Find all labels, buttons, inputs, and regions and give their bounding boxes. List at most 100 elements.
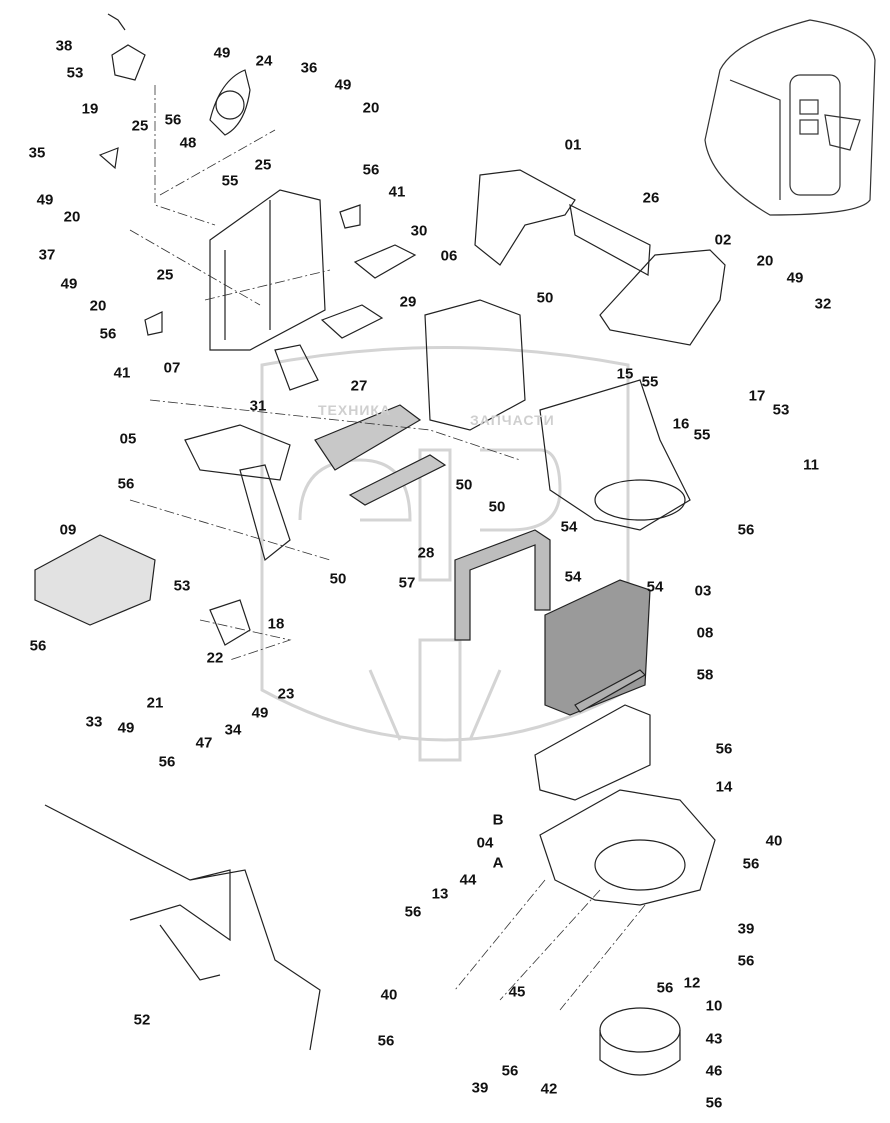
callout-45: 45 [508,983,526,1001]
callout-40: 40 [380,986,398,1004]
callout-54: 54 [646,578,664,596]
lever-19 [111,44,146,81]
callout-42: 42 [540,1080,558,1098]
callout-15: 15 [616,365,634,383]
callout-56: 56 [501,1062,519,1080]
callout-33: 33 [85,713,103,731]
case-01 [474,169,576,266]
assembly-guide-lines [129,85,646,1011]
callout-08: 08 [696,624,714,642]
bracket-41a [339,204,361,229]
door-26 [569,203,651,276]
group-label-04-a: A [492,854,504,872]
filter-09 [34,534,156,626]
callout-54: 54 [564,568,582,586]
watermark-text-right: ЗАПЧАСТИ [470,412,555,428]
link-25a [98,147,119,170]
door-30 [353,244,417,279]
callout-56: 56 [164,111,182,129]
insulator-57 [454,529,551,641]
callout-41: 41 [113,364,131,382]
callout-50: 50 [488,498,506,516]
callout-48: 48 [179,134,197,152]
frame-07 [209,189,326,351]
case-04A [539,789,716,906]
callout-39: 39 [471,1079,489,1097]
callout-37: 37 [38,246,56,264]
door-31 [274,344,319,391]
duct-05 [184,424,291,562]
damper-gear-24 [209,69,251,136]
callout-50: 50 [455,476,473,494]
callout-17: 17 [748,387,766,405]
bracket-41b [144,311,163,336]
callout-05: 05 [119,430,137,448]
callout-02: 02 [714,231,732,249]
callout-16: 16 [672,415,690,433]
callout-36: 36 [300,59,318,77]
callout-41: 41 [388,183,406,201]
callout-11: 11 [803,456,819,474]
callout-25: 25 [156,266,174,284]
callout-56: 56 [158,753,176,771]
callout-26: 26 [642,189,660,207]
callout-47: 47 [195,734,213,752]
callout-25: 25 [131,117,149,135]
callout-49: 49 [251,704,269,722]
case-02 [599,249,726,346]
callout-43: 43 [705,1030,723,1048]
callout-24: 24 [255,52,273,70]
callout-49: 49 [36,191,54,209]
case-04B [534,704,651,801]
callout-49: 49 [213,44,231,62]
callout-56: 56 [404,903,422,921]
callout-49: 49 [334,76,352,94]
callout-20: 20 [756,252,774,270]
callout-20: 20 [89,297,107,315]
callout-56: 56 [737,952,755,970]
callout-40: 40 [765,832,783,850]
callout-53: 53 [66,64,84,82]
callout-23: 23 [277,685,295,703]
callout-54: 54 [560,518,578,536]
callout-57: 57 [398,574,416,592]
callout-12: 12 [683,974,701,992]
callout-52: 52 [133,1011,151,1029]
callout-55: 55 [693,426,711,444]
callout-56: 56 [737,521,755,539]
group-label-04: 04 [476,834,494,852]
callout-25: 25 [254,156,272,174]
rod-38 [107,13,126,31]
callout-28: 28 [417,544,435,562]
seal-58 [574,669,646,713]
cab-thumbnail [704,19,876,216]
callout-20: 20 [63,208,81,226]
heater-core-28 [348,454,447,506]
callout-44: 44 [459,871,477,889]
callout-34: 34 [224,721,242,739]
callout-29: 29 [399,293,417,311]
callout-13: 13 [431,885,449,903]
callout-53: 53 [173,577,191,595]
callout-14: 14 [715,778,733,796]
callout-21: 21 [146,694,164,712]
callout-27: 27 [350,377,368,395]
callout-07: 07 [163,359,181,377]
callout-06: 06 [440,247,458,265]
case-03 [539,379,691,531]
callout-58: 58 [696,666,714,684]
callout-38: 38 [55,37,73,55]
callout-19: 19 [81,100,99,118]
heater-core-27 [314,404,422,471]
callout-49: 49 [786,269,804,287]
actuator-18 [209,599,251,646]
callout-56: 56 [656,979,674,997]
callout-56: 56 [99,325,117,343]
wiring-harness-52 [44,804,321,1051]
callout-49: 49 [60,275,78,293]
callout-03: 03 [694,582,712,600]
callout-56: 56 [715,740,733,758]
callout-20: 20 [362,99,380,117]
